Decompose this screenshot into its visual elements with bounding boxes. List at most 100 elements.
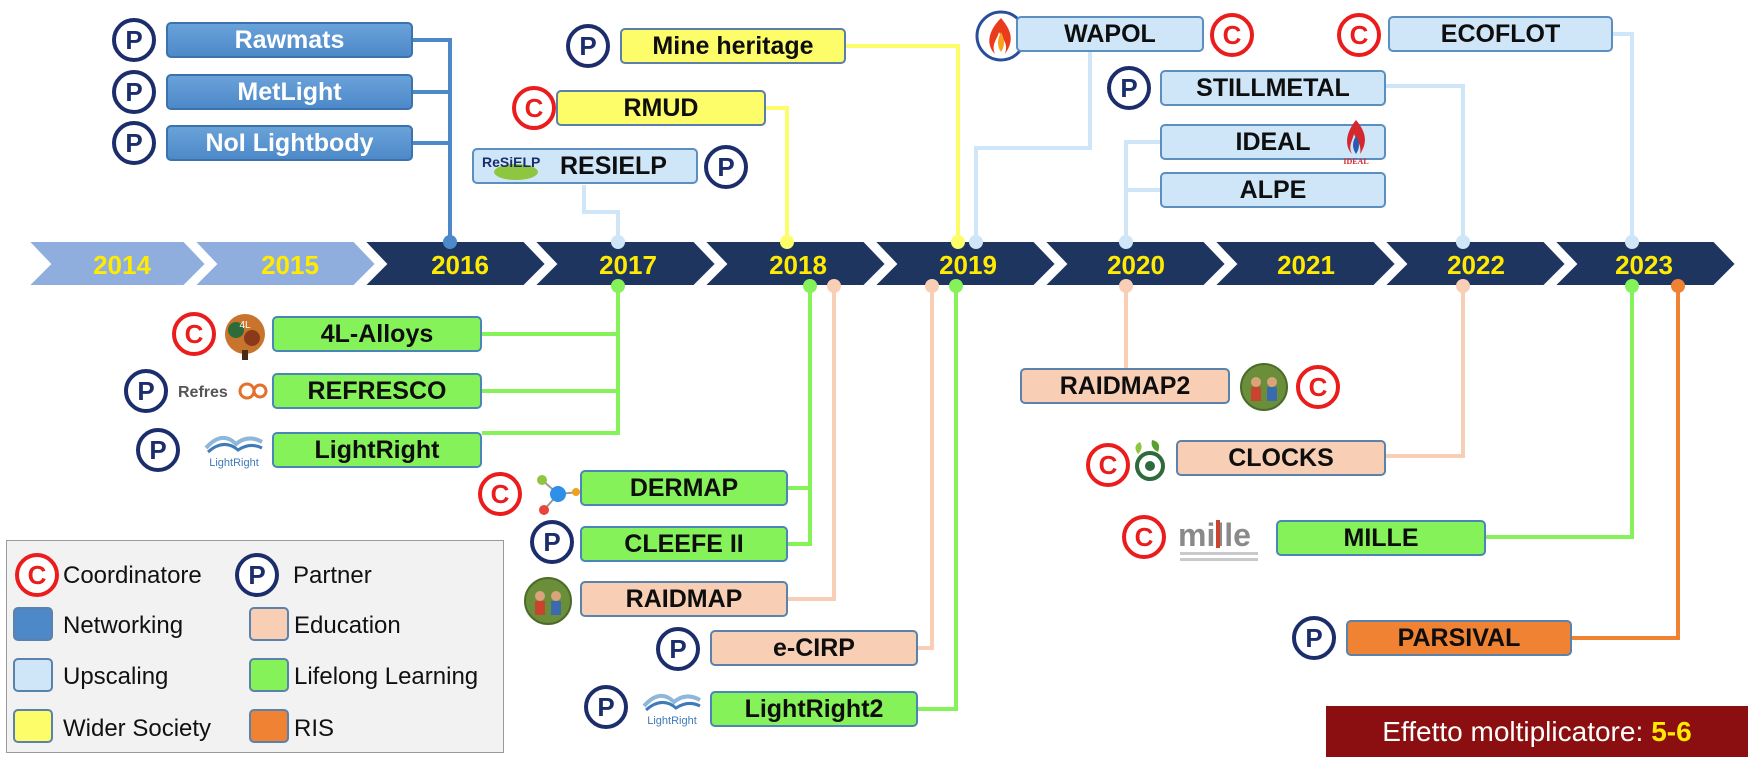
- timeline-segment-2014: [25, 240, 208, 287]
- legend-lifelong-learning-label: Lifelong Learning: [294, 663, 479, 690]
- timeline-dot: [1456, 235, 1470, 249]
- multiplier-effect-banner: Effetto moltiplicatore: 5-6: [1326, 706, 1748, 757]
- year-label-2018: 2018: [769, 250, 827, 280]
- connector-rawmats: [412, 38, 452, 240]
- multiplier-effect-value: 5-6: [1651, 715, 1692, 747]
- timeline-dot: [1456, 279, 1470, 293]
- lightright-logo-text: LightRight: [209, 457, 259, 469]
- project-raidmap2: RAIDMAP2: [1020, 368, 1230, 404]
- legend-wider-society-swatch: [13, 709, 53, 743]
- legend-ris-swatch: [249, 709, 289, 743]
- timeline-segment-2015: [191, 240, 378, 287]
- year-label-2019: 2019: [939, 250, 997, 280]
- timeline-dot: [611, 235, 625, 249]
- project-stillmetal: STILLMETAL: [1160, 70, 1386, 106]
- year-label-2022: 2022: [1447, 250, 1505, 280]
- connector-mine-heritage: [845, 44, 960, 240]
- year-label-2016: 2016: [431, 250, 489, 280]
- timeline-dot: [443, 235, 457, 249]
- timeline-dot: [1671, 279, 1685, 293]
- project-resielp: ReSiELP RESIELP: [472, 148, 698, 184]
- legend-coordinator-label: Coordinatore: [63, 562, 202, 589]
- timeline-dot: [827, 279, 841, 293]
- coordinator-badge: C: [512, 86, 556, 130]
- project-wapol: WAPOL: [1016, 16, 1204, 52]
- timeline-dot: [949, 279, 963, 293]
- lightright-logo: LightRight: [200, 424, 268, 476]
- partner-badge: P: [584, 685, 628, 729]
- project-refresco: REFRESCO: [272, 373, 482, 409]
- project-4l-alloys: 4L-Alloys: [272, 316, 482, 352]
- timeline-dot: [803, 279, 817, 293]
- legend-partner-label: Partner: [293, 562, 372, 589]
- project-ideal: IDEAL IDEAL: [1160, 120, 1386, 166]
- clocks-logo: [1128, 436, 1172, 486]
- legend-upscaling-swatch: [13, 658, 53, 692]
- timeline-dot: [969, 235, 983, 249]
- timeline-dot: [1625, 279, 1639, 293]
- project-mine-heritage: Mine heritage: [620, 28, 846, 64]
- mille-logo: mille: [1176, 512, 1262, 564]
- partner-badge: P: [1292, 616, 1336, 660]
- partner-badge: P: [530, 520, 574, 564]
- partner-badge: P: [112, 70, 156, 114]
- timeline-segment-2021: [1211, 240, 1398, 287]
- timeline-dot: [925, 279, 939, 293]
- legend: C Coordinatore P Partner Networking Educ…: [6, 540, 504, 753]
- project-rmud: RMUD: [556, 90, 766, 126]
- lightright2-logo-text: LightRight: [647, 715, 697, 727]
- partner-badge: P: [136, 428, 180, 472]
- project-parsival: PARSIVAL: [1346, 620, 1572, 656]
- project-alpe: ALPE: [1160, 172, 1386, 208]
- resielp-logo-text: ReSiELP: [482, 154, 540, 170]
- legend-wider-society-label: Wider Society: [63, 715, 212, 742]
- timeline-segment-2018: [701, 240, 888, 287]
- legend-networking-swatch: [13, 607, 53, 641]
- legend-education-label: Education: [294, 612, 401, 639]
- legend-networking-label: Networking: [63, 612, 184, 639]
- timeline-dot: [611, 279, 625, 293]
- partner-badge: P: [124, 369, 168, 413]
- timeline-segment-2017: [531, 240, 718, 287]
- project-clocks: CLOCKS: [1176, 440, 1386, 476]
- coordinator-badge: C: [1122, 515, 1166, 559]
- year-label-2014: 2014: [93, 250, 151, 280]
- refresco-logo: Refres: [178, 378, 268, 404]
- year-label-2021: 2021: [1277, 250, 1335, 280]
- coordinator-badge: C: [172, 312, 216, 356]
- partner-badge: P: [1107, 66, 1151, 110]
- project-e-cirp: e-CIRP: [710, 630, 918, 666]
- legend-coordinator-badge: C: [15, 553, 59, 597]
- connector-ecoflot: [1612, 32, 1634, 240]
- connector-raidmap: [788, 286, 836, 601]
- connector-mille: [1485, 286, 1634, 539]
- year-label-2015: 2015: [261, 250, 319, 280]
- timeline-segment-2023: [1551, 240, 1738, 287]
- project-mille: MILLE: [1276, 520, 1486, 556]
- project-cleefe-ii: CLEEFE II: [580, 526, 788, 562]
- ideal-logo-text: IDEAL: [1343, 157, 1368, 166]
- project-metlight: MetLight: [166, 74, 413, 110]
- connector-clocks: [1386, 286, 1465, 458]
- connector-dermap: [788, 286, 812, 546]
- refresco-logo-text: Refres: [178, 384, 228, 401]
- coordinator-badge: C: [1086, 443, 1130, 487]
- project-rawmats: Rawmats: [166, 22, 413, 58]
- partner-badge: P: [656, 627, 700, 671]
- raidmap-logo: [522, 576, 574, 626]
- lightright2-logo: LightRight: [638, 682, 706, 734]
- raidmap2-logo: [1238, 362, 1290, 412]
- coordinator-badge: C: [478, 472, 522, 516]
- timeline-dot: [1625, 235, 1639, 249]
- timeline-segment-2020: [1041, 240, 1228, 287]
- timeline-segment-2016: [361, 240, 548, 287]
- project-ecoflot: ECOFLOT: [1388, 16, 1613, 52]
- timeline-dot: [951, 235, 965, 249]
- connector-lightright2: [918, 286, 958, 711]
- project-nol-lightbody: NoI Lightbody: [166, 125, 413, 161]
- connector-rmud: [765, 106, 789, 240]
- timeline-dot: [1119, 279, 1133, 293]
- resielp-logo: ReSiELP: [482, 152, 550, 180]
